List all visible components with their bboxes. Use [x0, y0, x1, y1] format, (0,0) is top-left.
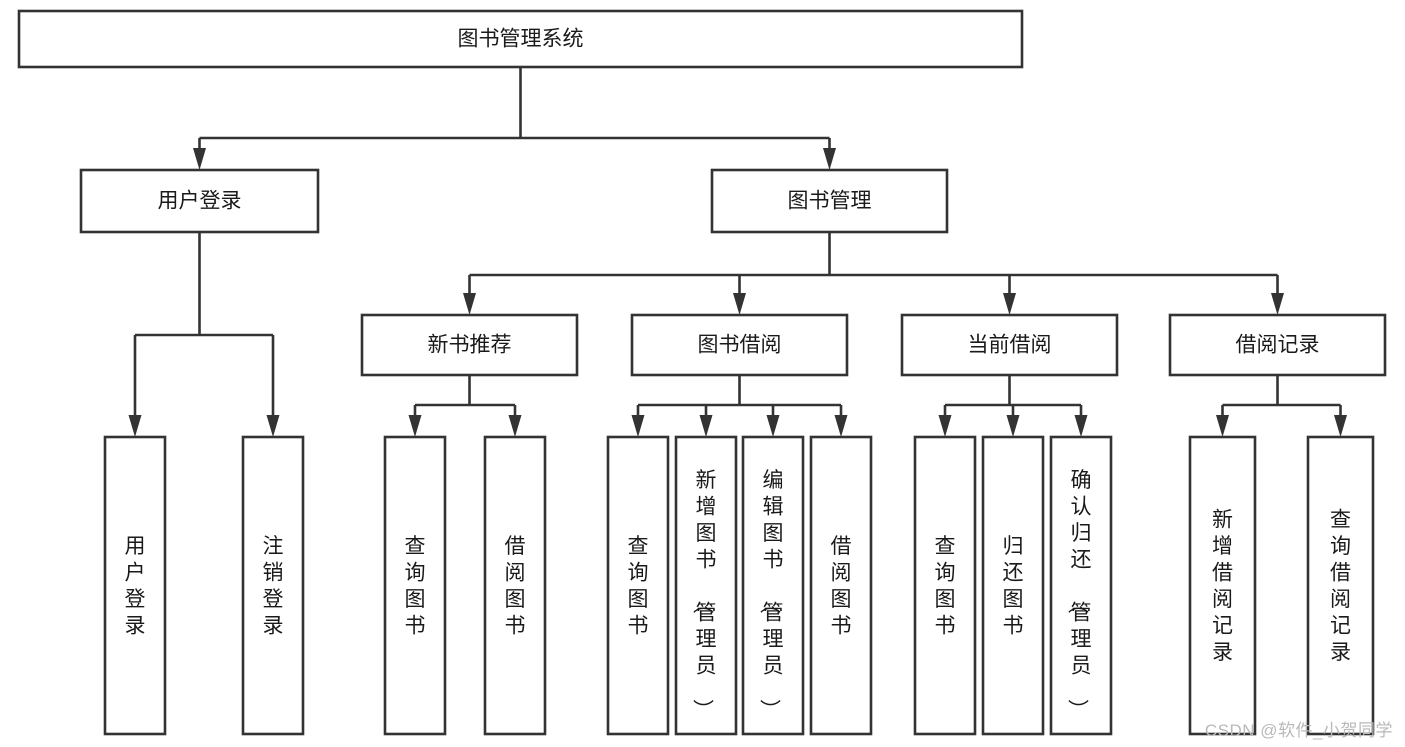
node-box-leaf-bb-add[interactable]	[674, 435, 738, 736]
node-box-leaf-logout[interactable]	[241, 435, 305, 736]
node-leaf-bb-borrow[interactable]: 借阅图书	[809, 435, 873, 736]
edge-group-user-login	[128, 232, 280, 437]
edges-layer	[128, 67, 1347, 437]
node-label-leaf-cb-return: 归还图书	[1003, 535, 1024, 638]
node-label-borrow-record: 借阅记录	[1236, 334, 1320, 357]
node-label-leaf-logout: 注销登录	[263, 535, 284, 638]
node-box-leaf-rec-borrow[interactable]	[483, 435, 547, 736]
node-label-leaf-rec-query: 查询图书	[405, 535, 426, 638]
node-user-login[interactable]: 用户登录	[79, 168, 320, 234]
node-box-leaf-br-add[interactable]	[1188, 435, 1257, 736]
node-box-leaf-rec-query[interactable]	[383, 435, 447, 736]
node-label-book-borrow: 图书借阅	[698, 334, 782, 357]
node-leaf-bb-edit[interactable]: 编辑图书（管理员）	[741, 435, 805, 736]
nodes-layer: 图书管理系统用户登录图书管理新书推荐图书借阅当前借阅借阅记录用户登录注销登录查询…	[17, 9, 1387, 736]
node-box-leaf-user-login[interactable]	[103, 435, 167, 736]
edge-group-new-book-rec	[408, 375, 522, 437]
node-label-user-login: 用户登录	[158, 190, 242, 213]
node-box-leaf-cb-confirm[interactable]	[1049, 435, 1113, 736]
node-box-leaf-cb-return[interactable]	[981, 435, 1045, 736]
node-book-manage[interactable]: 图书管理	[710, 168, 949, 234]
edge-group-book-borrow	[631, 375, 848, 437]
node-leaf-logout[interactable]: 注销登录	[241, 435, 305, 736]
node-box-leaf-cb-query[interactable]	[913, 435, 977, 736]
node-label-leaf-bb-edit: 编辑图书（管理员）	[758, 469, 784, 720]
node-leaf-br-query[interactable]: 查询借阅记录	[1306, 435, 1375, 736]
node-box-borrow-record[interactable]	[1168, 313, 1387, 377]
node-new-book-rec[interactable]: 新书推荐	[360, 313, 579, 377]
edge-group-root	[193, 67, 836, 170]
node-box-book-borrow[interactable]	[630, 313, 849, 377]
edge-group-current-borrow	[938, 375, 1088, 437]
node-leaf-cb-confirm[interactable]: 确认归还（管理员）	[1049, 435, 1113, 736]
node-borrow-record[interactable]: 借阅记录	[1168, 313, 1387, 377]
node-leaf-rec-query[interactable]: 查询图书	[383, 435, 447, 736]
node-label-leaf-br-query: 查询借阅记录	[1330, 509, 1351, 665]
node-label-leaf-rec-borrow: 借阅图书	[505, 535, 526, 638]
node-book-borrow[interactable]: 图书借阅	[630, 313, 849, 377]
node-box-new-book-rec[interactable]	[360, 313, 579, 377]
node-label-root: 图书管理系统	[458, 28, 584, 51]
node-leaf-br-add[interactable]: 新增借阅记录	[1188, 435, 1257, 736]
node-box-leaf-bb-edit[interactable]	[741, 435, 805, 736]
node-box-book-manage[interactable]	[710, 168, 949, 234]
node-box-current-borrow[interactable]	[900, 313, 1119, 377]
node-leaf-cb-query[interactable]: 查询图书	[913, 435, 977, 736]
node-box-leaf-bb-borrow[interactable]	[809, 435, 873, 736]
node-current-borrow[interactable]: 当前借阅	[900, 313, 1119, 377]
edge-group-borrow-record	[1216, 375, 1347, 437]
node-label-leaf-bb-add: 新增图书（管理员）	[691, 469, 717, 720]
edge-group-book-manage	[463, 232, 1284, 315]
node-label-leaf-bb-query: 查询图书	[628, 535, 649, 638]
node-leaf-user-login[interactable]: 用户登录	[103, 435, 167, 736]
node-label-leaf-cb-confirm: 确认归还（管理员）	[1066, 469, 1092, 720]
node-box-user-login[interactable]	[79, 168, 320, 234]
node-label-leaf-cb-query: 查询图书	[935, 535, 956, 638]
node-label-leaf-user-login: 用户登录	[125, 535, 146, 638]
node-box-root[interactable]	[17, 9, 1024, 69]
node-root[interactable]: 图书管理系统	[17, 9, 1024, 69]
node-leaf-bb-add[interactable]: 新增图书（管理员）	[674, 435, 738, 736]
node-label-leaf-bb-borrow: 借阅图书	[831, 535, 852, 638]
node-label-leaf-br-add: 新增借阅记录	[1212, 509, 1233, 665]
node-label-book-manage: 图书管理	[788, 190, 872, 213]
node-label-current-borrow: 当前借阅	[968, 334, 1052, 357]
node-label-new-book-rec: 新书推荐	[428, 334, 512, 357]
node-box-leaf-br-query[interactable]	[1306, 435, 1375, 736]
node-box-leaf-bb-query[interactable]	[606, 435, 670, 736]
node-leaf-bb-query[interactable]: 查询图书	[606, 435, 670, 736]
node-leaf-rec-borrow[interactable]: 借阅图书	[483, 435, 547, 736]
node-leaf-cb-return[interactable]: 归还图书	[981, 435, 1045, 736]
